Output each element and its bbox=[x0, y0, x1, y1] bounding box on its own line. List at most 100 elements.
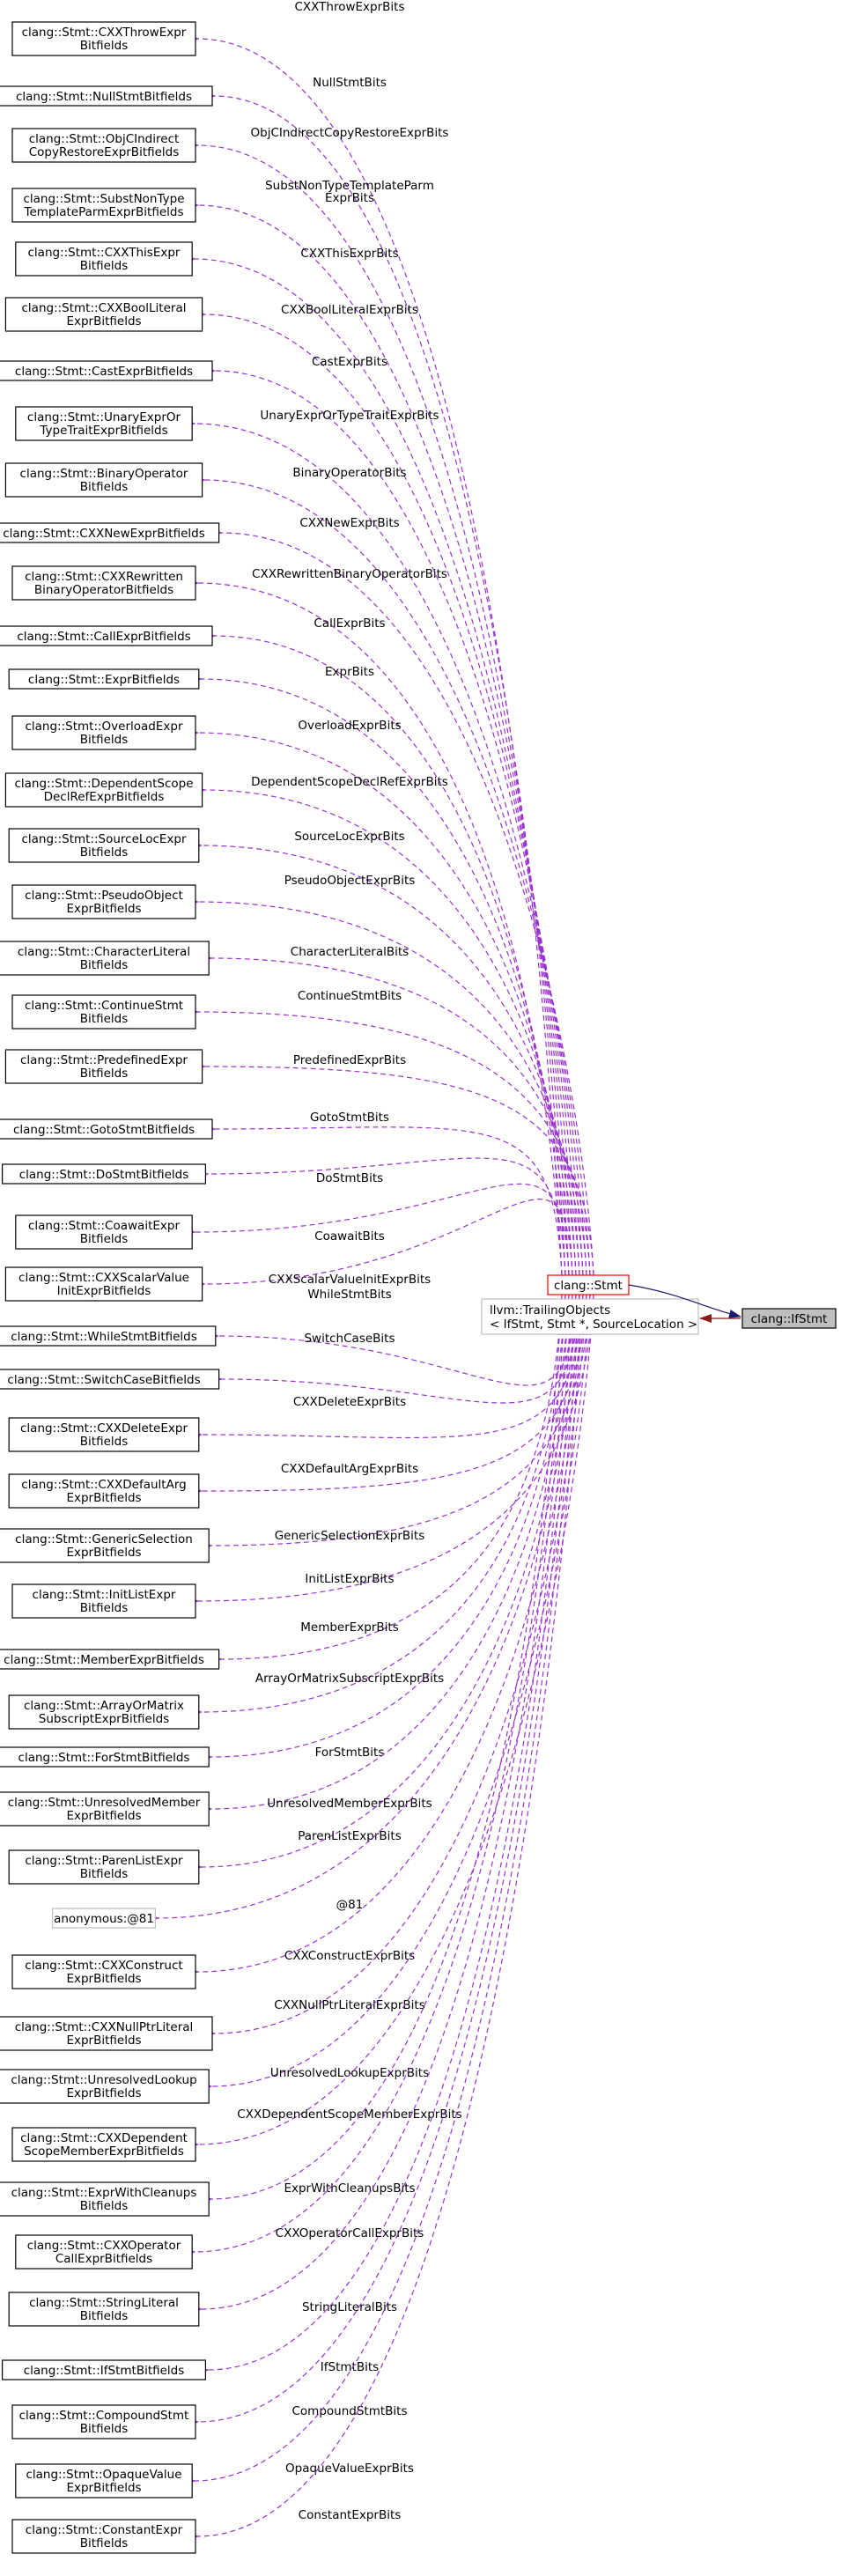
member-node-label: SubscriptExprBitfields bbox=[39, 1712, 169, 1726]
member-node[interactable]: clang::Stmt::GenericSelectionExprBitfiel… bbox=[0, 1528, 210, 1563]
member-node-box bbox=[11, 2519, 196, 2554]
member-node[interactable]: clang::Stmt::SwitchCaseBitfields bbox=[0, 1369, 220, 1390]
member-edge bbox=[204, 631, 566, 1276]
member-node-label: clang::Stmt::IfStmtBitfields bbox=[24, 2364, 185, 2378]
member-node-box bbox=[4, 462, 203, 498]
member-node-label: clang::Stmt::OverloadExpr bbox=[25, 720, 182, 734]
ifstmt-node[interactable]: clang::IfStmt bbox=[741, 1308, 837, 1329]
member-node-label: BinaryOperatorBitfields bbox=[34, 583, 173, 597]
member-node[interactable]: clang::Stmt::CXXNewExprBitfields bbox=[0, 522, 220, 543]
member-node-label: Bitfields bbox=[80, 733, 128, 747]
member-node[interactable]: clang::Stmt::SubstNonTypeTemplateParmExp… bbox=[11, 188, 196, 223]
member-node[interactable]: clang::Stmt::DependentScopeDeclRefExprBi… bbox=[4, 772, 203, 808]
edge-label: SwitchCaseBits bbox=[304, 1332, 395, 1346]
member-node[interactable]: clang::Stmt::UnaryExprOrTypeTraitExprBit… bbox=[15, 406, 193, 441]
member-node-label: clang::Stmt::CXXOperator bbox=[27, 2239, 181, 2253]
edge-label: GotoStmtBits bbox=[310, 1111, 389, 1125]
member-edge bbox=[191, 840, 580, 1276]
member-node[interactable]: clang::Stmt::UnresolvedMemberExprBitfiel… bbox=[0, 1791, 210, 1827]
member-node[interactable]: clang::Stmt::ObjCIndirectCopyRestoreExpr… bbox=[11, 128, 196, 163]
member-node[interactable]: clang::Stmt::CXXNullPtrLiteralExprBitfie… bbox=[0, 2016, 213, 2051]
member-edge bbox=[198, 1294, 573, 2375]
edge-label: CXXNullPtrLiteralExprBits bbox=[274, 1998, 425, 2012]
member-node[interactable]: clang::Stmt::CallExprBitfields bbox=[0, 625, 213, 646]
member-node-label: anonymous:@81 bbox=[54, 1912, 154, 1926]
member-node[interactable]: clang::Stmt::BinaryOperatorBitfields bbox=[4, 462, 203, 498]
member-node-label: clang::Stmt::OpaqueValue bbox=[26, 2468, 181, 2482]
member-node[interactable]: clang::Stmt::IfStmtBitfields bbox=[1, 2359, 207, 2380]
trailing-objects-node[interactable]: llvm::TrailingObjects < IfStmt, Stmt *, … bbox=[481, 1298, 699, 1335]
member-node-box bbox=[0, 85, 213, 107]
member-node[interactable]: clang::Stmt::WhileStmtBitfields bbox=[0, 1325, 217, 1347]
member-node[interactable]: clang::Stmt::GotoStmtBitfields bbox=[0, 1118, 213, 1140]
member-node-label: clang::Stmt::DoStmtBitfields bbox=[19, 1168, 189, 1182]
edge-label: CXXDependentScopeMemberExprBits bbox=[237, 2107, 461, 2122]
member-node-box bbox=[0, 2069, 210, 2104]
member-node-label: clang::Stmt::ExprBitfields bbox=[28, 673, 180, 687]
edge-label: ContinueStmtBits bbox=[298, 989, 402, 1003]
member-node-label: ExprBitfields bbox=[66, 314, 141, 328]
member-edge bbox=[191, 1294, 577, 1872]
member-node-label: clang::Stmt::CoawaitExpr bbox=[28, 1219, 180, 1233]
member-node-label: Bitfields bbox=[80, 2309, 128, 2323]
member-node-box bbox=[8, 2292, 200, 2327]
member-node[interactable]: clang::Stmt::CXXDependentScopeMemberExpr… bbox=[11, 2127, 196, 2162]
member-node-box bbox=[11, 2127, 196, 2162]
member-node-label: clang::Stmt::UnaryExprOr bbox=[27, 410, 181, 424]
member-node[interactable]: clang::Stmt::CXXRewrittenBinaryOperatorB… bbox=[11, 565, 196, 601]
member-node-box bbox=[11, 994, 196, 1030]
member-edge bbox=[185, 1183, 570, 1276]
edge-label: InitListExprBits bbox=[305, 1572, 394, 1586]
edge-label: CXXThisExprBits bbox=[300, 247, 398, 261]
edge-label: CXXThrowExprBits bbox=[294, 0, 404, 14]
member-node-box bbox=[0, 522, 220, 543]
edge-label: CXXRewrittenBinaryOperatorBits bbox=[252, 567, 447, 581]
member-node-label: clang::Stmt::CXXScalarValue bbox=[18, 1271, 189, 1285]
member-node[interactable]: clang::Stmt::ForStmtBitfields bbox=[0, 1746, 210, 1768]
member-node-label: CopyRestoreExprBitfields bbox=[29, 145, 180, 159]
member-node-label: Bitfields bbox=[80, 259, 128, 273]
member-edge bbox=[195, 1199, 573, 1289]
member-node[interactable]: clang::Stmt::CXXOperatorCallExprBitfield… bbox=[15, 2234, 193, 2270]
member-node-label: clang::Stmt::CXXDependent bbox=[20, 2131, 188, 2145]
stmt-node[interactable]: clang::Stmt bbox=[547, 1274, 630, 1295]
member-node-box bbox=[0, 2181, 210, 2217]
inherit-edge-stmt bbox=[628, 1284, 741, 1318]
edge-label: CXXOperatorCallExprBits bbox=[276, 2226, 424, 2240]
member-node[interactable]: clang::Stmt::CastExprBitfields bbox=[0, 360, 213, 381]
member-node[interactable]: anonymous:@81 bbox=[51, 1908, 157, 1929]
edge-label: ArrayOrMatrixSubscriptExprBits bbox=[255, 1672, 444, 1686]
member-node[interactable]: clang::Stmt::CXXScalarValueInitExprBitfi… bbox=[4, 1266, 203, 1302]
member-node-label: clang::Stmt::SwitchCaseBitfields bbox=[7, 1373, 200, 1387]
member-edge bbox=[188, 727, 573, 1276]
edge-label: ExprBits bbox=[325, 191, 374, 205]
member-node-box bbox=[8, 668, 200, 690]
member-node[interactable]: clang::Stmt::DoStmtBitfields bbox=[1, 1163, 207, 1185]
member-node[interactable]: clang::Stmt::ExprBitfields bbox=[8, 668, 200, 690]
member-node[interactable]: clang::Stmt::ArrayOrMatrixSubscriptExprB… bbox=[8, 1694, 200, 1730]
trailing-objects-line-1: llvm::TrailingObjects bbox=[490, 1303, 610, 1318]
member-node[interactable]: clang::Stmt::NullStmtBitfields bbox=[0, 85, 213, 107]
member-node[interactable]: clang::Stmt::MemberExprBitfields bbox=[0, 1649, 220, 1670]
member-node[interactable]: clang::Stmt::UnresolvedLookupExprBitfiel… bbox=[0, 2069, 210, 2104]
